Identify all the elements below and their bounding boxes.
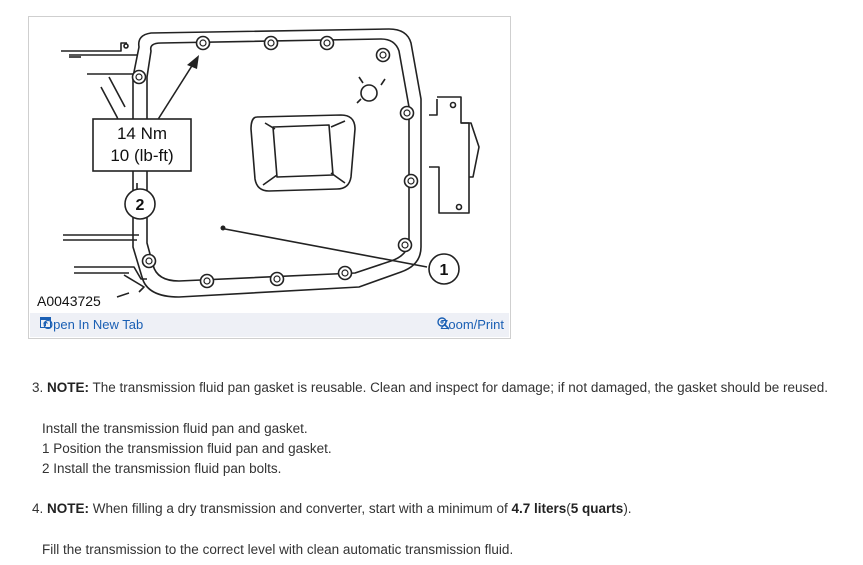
step-4-instruction: Fill the transmission to the correct lev… — [42, 542, 514, 557]
step-4-number: 4. — [32, 501, 44, 516]
step-3-note-text: The transmission fluid pan gasket is reu… — [92, 380, 828, 395]
step-3-note: 3. NOTE: The transmission fluid pan gask… — [32, 380, 828, 395]
step-3-number: 3. — [32, 380, 44, 395]
figure-id: A0043725 — [37, 293, 101, 309]
pan-figure: 14 Nm 10 (lb-ft) 2 1 A0043725 Open In Ne… — [28, 16, 511, 339]
step-4-note: 4. NOTE: When filling a dry transmission… — [32, 501, 632, 516]
callout-2-circle — [124, 188, 156, 220]
step-3-instruction: Install the transmission fluid pan and g… — [42, 421, 308, 436]
callout-1-circle — [428, 253, 460, 285]
step-4-paren-open: ( — [566, 501, 571, 516]
torque-spec-box — [92, 118, 192, 172]
step-3-note-label: NOTE: — [47, 380, 90, 395]
step-4-paren-close: ). — [623, 501, 632, 516]
step-4-liters: 4.7 liters — [511, 501, 567, 516]
step-4-quarts: 5 quarts — [570, 501, 624, 516]
transmission-pan-illustration: 14 Nm 10 (lb-ft) 2 1 A0043725 — [37, 28, 480, 309]
torque-nm-label: 14 Nm — [117, 124, 167, 143]
zoom-print-link[interactable]: Zoom/Print — [437, 317, 504, 332]
step-4-note-label: NOTE: — [47, 501, 90, 516]
callout-1-label: 1 — [440, 262, 449, 279]
callout-2-label: 2 — [136, 197, 145, 214]
step-3-substep-2: 2 Install the transmission fluid pan bol… — [42, 461, 282, 476]
step-4-note-text: When filling a dry transmission and conv… — [92, 501, 508, 516]
torque-lbft-label: 10 (lb-ft) — [110, 146, 173, 165]
step-3-substep-1: 1 Position the transmission fluid pan an… — [42, 441, 332, 456]
open-in-new-tab-link[interactable]: Open In New Tab — [40, 317, 143, 332]
figure-toolbar: Open In New Tab Zoom/Print — [30, 313, 509, 337]
open-in-new-tab-label: Open In New Tab — [43, 317, 144, 332]
zoom-print-label: Zoom/Print — [440, 317, 504, 332]
